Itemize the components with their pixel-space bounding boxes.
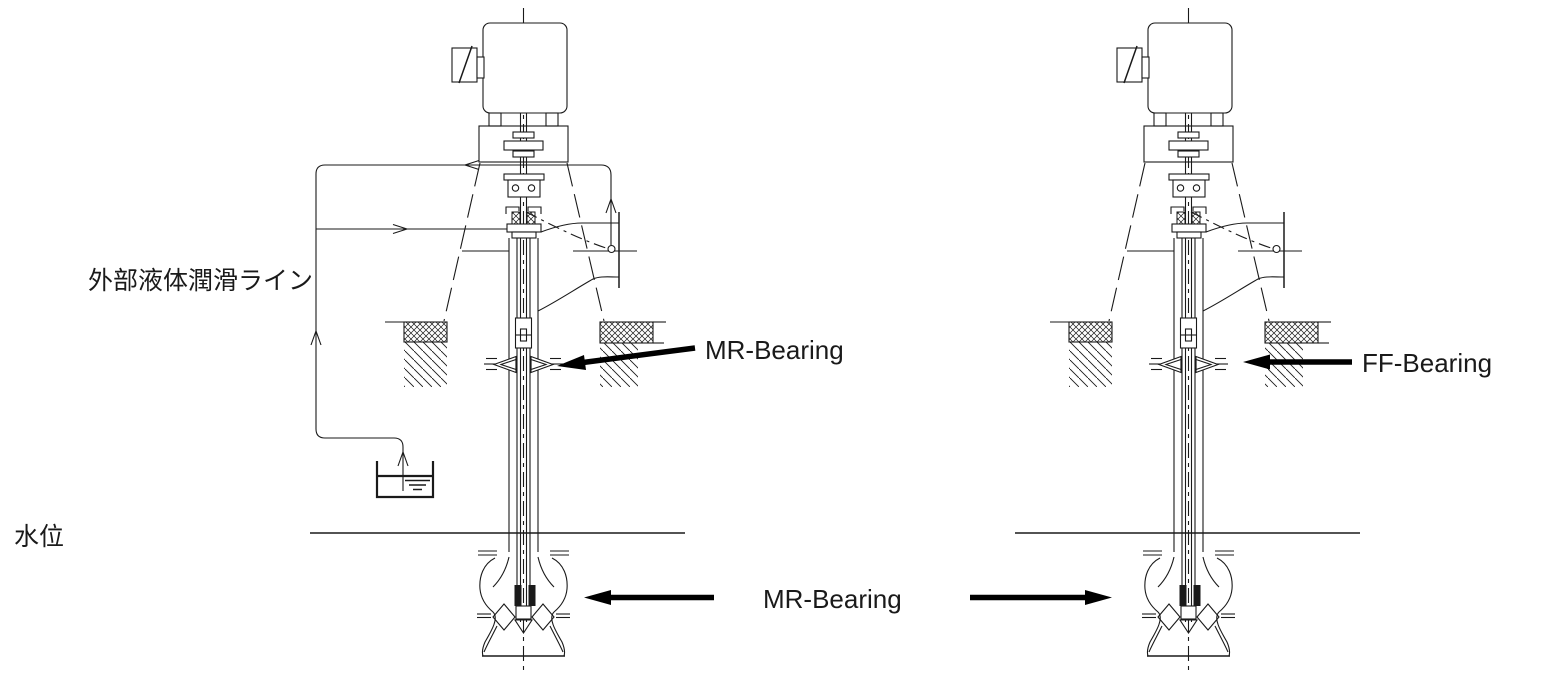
pump-right [1049, 7, 1332, 673]
water-level-label: 水位 [14, 523, 64, 551]
mr-bearing-lower-label: MR-Bearing [763, 584, 902, 614]
mr-bearing-lower-arrow-left [584, 590, 714, 605]
flow-arrow-up-icon [605, 197, 617, 214]
external-lubrication-line [310, 159, 617, 499]
ff-bearing-label: FF-Bearing [1362, 348, 1492, 378]
pump-left [384, 7, 667, 673]
lube-tank [375, 461, 435, 499]
ff-bearing-arrow [1243, 354, 1352, 370]
mr-bearing-upper-label: MR-Bearing [705, 335, 844, 365]
flow-arrow-left-icon [463, 159, 480, 171]
mr-bearing-lower-arrow-right [970, 590, 1112, 605]
flow-arrow-right-icon [392, 223, 409, 235]
flow-arrow-up-icon [397, 450, 409, 467]
external-lubrication-line-label: 外部液体潤滑ライン [88, 267, 313, 295]
flow-arrow-up-icon [310, 329, 322, 346]
mr-bearing-upper-arrow [557, 345, 696, 370]
